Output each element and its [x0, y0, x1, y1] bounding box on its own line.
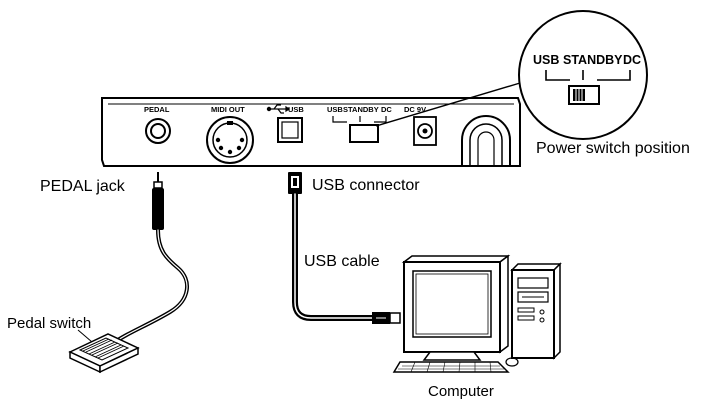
zoom-label-dc: DC [623, 53, 641, 67]
panel-label-standby: STANDBY [343, 105, 379, 114]
label-pedal-jack: PEDAL jack [40, 178, 126, 195]
pedal-jack [145, 118, 171, 144]
usb-plug-computer [372, 312, 401, 324]
usb-port [277, 117, 303, 143]
panel-label-usb-switch: USB [327, 105, 343, 114]
panel-label-usb: USB [288, 105, 304, 114]
power-switch-zoom: USB STANDBY DC [518, 10, 648, 140]
pedal-plug [152, 172, 164, 230]
pedal-switch-leader [77, 329, 93, 343]
computer-icon [392, 254, 562, 373]
zoom-leader-line [375, 82, 521, 127]
label-computer: Computer [428, 383, 494, 400]
usb-connector [288, 172, 302, 194]
panel-label-dc-switch: DC [381, 105, 392, 114]
pedal-switch-icon [68, 333, 140, 374]
panel-label-pedal: PEDAL [144, 105, 170, 114]
zoom-label-standby: STANDBY [563, 53, 623, 67]
label-power-switch-position: Power switch position [536, 140, 690, 157]
usb-symbol-icon [266, 104, 291, 114]
label-pedal-switch: Pedal switch [7, 315, 91, 332]
rear-panel: PEDAL MIDI OUT USB USB STANDBY DC DC 9V [101, 97, 521, 167]
power-switch [332, 116, 387, 143]
cord-hook [461, 115, 511, 166]
panel-label-dc-in: DC 9V [404, 105, 426, 114]
label-usb-connector: USB connector [312, 177, 420, 194]
pedal-cable [116, 228, 189, 342]
label-usb-cable: USB cable [304, 253, 380, 270]
midi-port-icon [206, 116, 254, 164]
panel-label-midi-out: MIDI OUT [211, 105, 245, 114]
zoom-label-usb: USB [533, 53, 559, 67]
dc-in-jack [413, 116, 437, 146]
